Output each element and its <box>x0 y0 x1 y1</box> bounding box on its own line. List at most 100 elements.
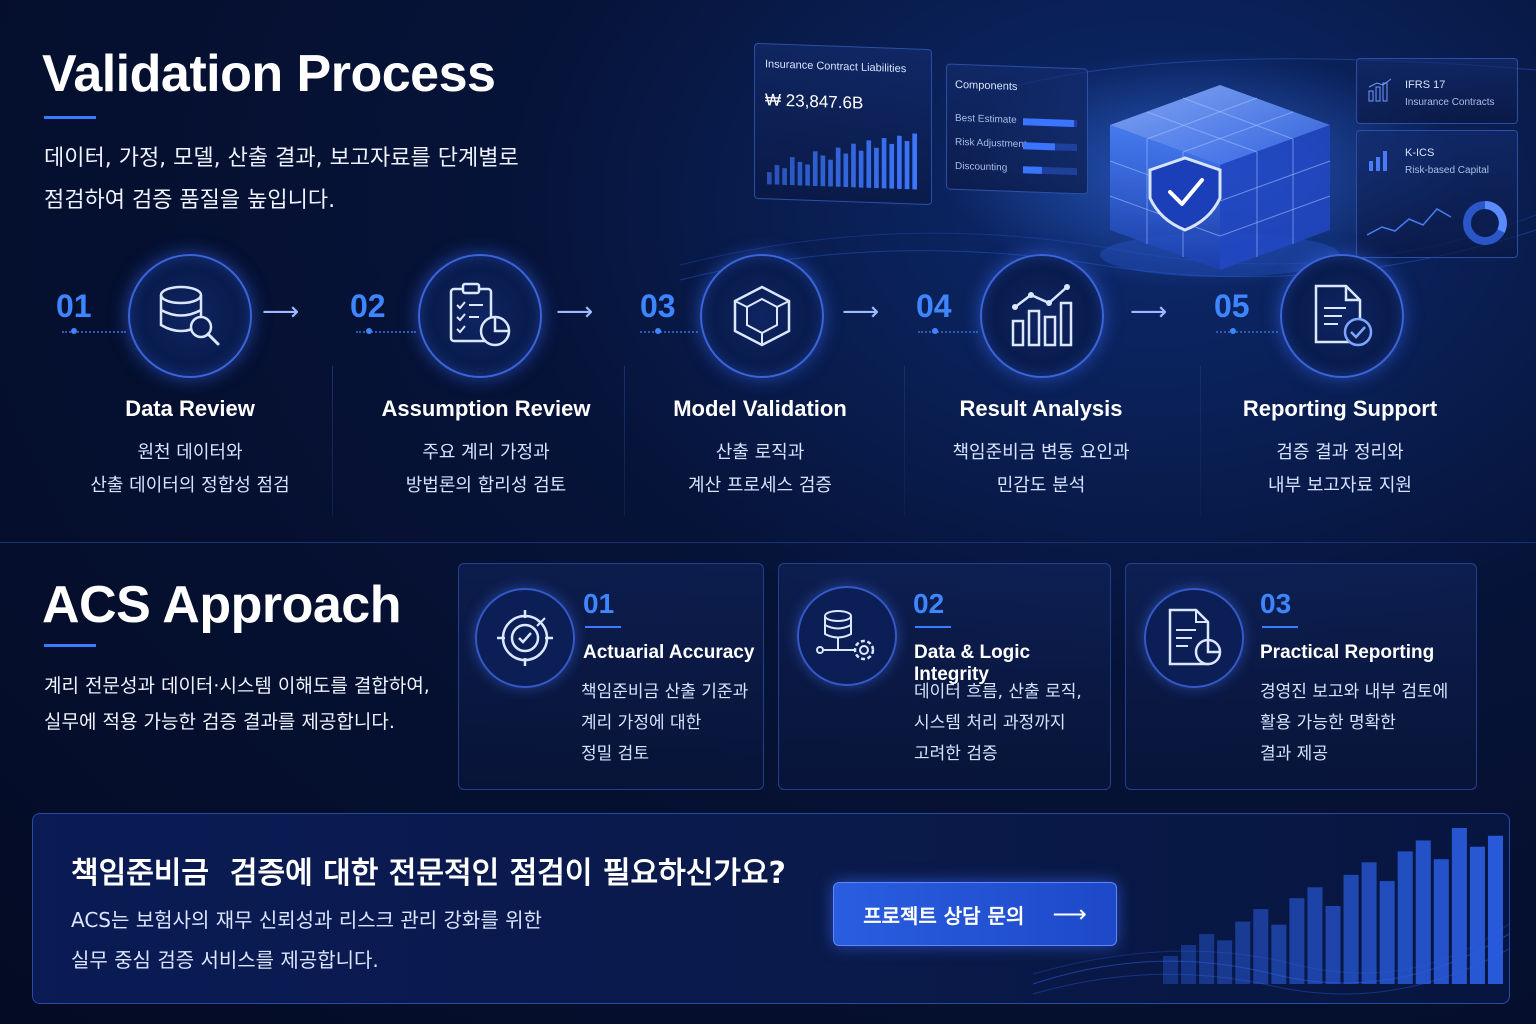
step-dot <box>932 328 938 334</box>
card-description-line: 결과 제공 <box>1260 744 1328 764</box>
decorative-bar <box>767 172 772 185</box>
card-description-line: 시스템 처리 과정까지 <box>914 713 1066 733</box>
cta-banner: 책임준비금 검증에 대한 전문적인 점검이 필요하신가요? ACS는 보험사의 … <box>32 813 1510 1004</box>
cube-icon <box>733 285 791 347</box>
bar-chart-icon <box>1369 151 1387 171</box>
cta-title: 책임준비금 검증에 대한 전문적인 점검이 필요하신가요? <box>71 856 786 891</box>
components-panel: Components Best Estimate Risk Adjustment… <box>946 63 1088 195</box>
step-number: 04 <box>916 288 952 324</box>
cta-description: ACS는 보험사의 재무 신뢰성과 리스크 관리 강화를 위한 실무 중심 검증… <box>71 900 542 980</box>
decorative-bar <box>912 133 917 190</box>
process-title: Validation Process <box>42 45 496 103</box>
decorative-bar <box>858 150 864 188</box>
decorative-bar <box>1181 945 1197 984</box>
step-number: 05 <box>1214 288 1250 324</box>
approach-card: 03 Practical Reporting 경영진 보고와 내부 검토에 활용… <box>1125 563 1477 790</box>
card-number: 01 <box>583 588 615 619</box>
step-description-line: 원천 데이터와 <box>137 442 243 463</box>
process-lead-line2: 점검하여 검증 품질을 높입니다. <box>44 188 336 213</box>
liabilities-value: ₩ 23,847.6B <box>765 90 864 113</box>
column-separator <box>904 366 905 516</box>
card-title: Data & Logic Integrity <box>914 642 1031 685</box>
step-arrow: ⟶ <box>842 296 880 326</box>
decorative-bar <box>1199 934 1215 984</box>
step-description: 주요 계리 가정과 방법론의 합리성 검토 <box>341 436 631 502</box>
step-number: 02 <box>350 288 386 324</box>
approach-title: ACS Approach <box>42 576 402 634</box>
consultation-button[interactable]: 프로젝트 상담 문의 ⟶ <box>833 882 1117 946</box>
decorative-bar <box>1325 906 1341 984</box>
card-description: 책임준비금 산출 기준과 계리 가정에 대한 정밀 검토 <box>581 677 748 770</box>
decorative-bar <box>1253 909 1269 984</box>
decorative-bar <box>1163 955 1179 984</box>
kics-title: K-ICS <box>1405 147 1435 159</box>
step-description-line: 산출 로직과 <box>715 442 805 463</box>
decorative-bar <box>797 161 803 186</box>
column-separator <box>1200 366 1201 516</box>
column-separator <box>624 366 625 516</box>
card-icon-circle <box>797 586 897 686</box>
step-dot <box>655 328 661 334</box>
decorative-bar <box>866 140 872 188</box>
kics-subtitle: Risk-based Capital <box>1405 165 1489 176</box>
shield-cube-graphic <box>1090 70 1350 290</box>
step-dot <box>366 328 372 334</box>
component-discounting: Discounting <box>955 160 1008 174</box>
arrow-right-icon: ⟶ <box>1052 900 1087 928</box>
step-dot <box>71 328 77 334</box>
document-check-icon <box>1314 284 1373 347</box>
process-lead: 데이터, 가정, 모델, 산출 결과, 보고자료를 단계별로 점검하여 검증 품… <box>44 138 519 222</box>
consultation-button-label: 프로젝트 상담 문의 <box>863 903 1025 928</box>
decorative-bar <box>782 168 787 186</box>
card-description: 경영진 보고와 내부 검토에 활용 가능한 명확한 결과 제공 <box>1260 677 1448 770</box>
card-number: 03 <box>1260 588 1292 619</box>
liabilities-panel: Insurance Contract Liabilities ₩ 23,847.… <box>754 42 932 206</box>
bar-chart-icon <box>1368 78 1392 102</box>
decorative-bar <box>1433 859 1449 984</box>
step-rail-3 <box>640 331 698 333</box>
step-description-line: 검증 결과 정리와 <box>1276 442 1404 463</box>
decorative-bar <box>774 165 780 185</box>
component-bar-2 <box>1023 142 1077 152</box>
approach-lead: 계리 전문성과 데이터·시스템 이해도를 결합하여, 실무에 적용 가능한 검증… <box>44 668 430 740</box>
kics-panel: K-ICS Risk-based Capital <box>1356 130 1518 258</box>
step-rail-4 <box>918 331 978 333</box>
step-description-line: 민감도 분석 <box>996 475 1086 496</box>
bar-chart-trend-icon <box>1011 284 1073 347</box>
component-bar-1 <box>1023 118 1077 128</box>
step-icon-circle <box>418 254 542 378</box>
card-number-underline <box>915 626 951 628</box>
decorative-bar <box>1415 840 1431 984</box>
decorative-bar <box>812 151 818 187</box>
card-description-line: 경영진 보고와 내부 검토에 <box>1260 682 1449 702</box>
step-arrow: ⟶ <box>262 296 300 326</box>
ifrs17-panel: IFRS 17 Insurance Contracts <box>1356 58 1518 124</box>
step-arrow: ⟶ <box>1130 296 1168 326</box>
card-description-line: 활용 가능한 명확한 <box>1260 713 1396 733</box>
decorative-bar <box>843 153 849 188</box>
cta-bar-graphic <box>1163 828 1503 984</box>
card-icon-circle <box>475 588 575 688</box>
decorative-bar <box>820 155 826 187</box>
card-number-underline <box>1262 626 1298 628</box>
decorative-bar <box>904 140 910 190</box>
card-number: 02 <box>913 588 945 619</box>
decorative-bar <box>1271 924 1287 984</box>
step-title: Data Review <box>125 396 255 421</box>
ifrs17-title: IFRS 17 <box>1405 79 1446 91</box>
card-icon-circle <box>1144 588 1244 688</box>
card-description-line: 계리 가정에 대한 <box>581 713 702 733</box>
cta-description-line: 실무 중심 검증 서비스를 제공합니다. <box>71 948 379 972</box>
database-gear-icon <box>816 610 875 661</box>
card-number-underline <box>585 626 621 628</box>
step-description-line: 계산 프로세스 검증 <box>688 475 832 496</box>
component-best-estimate: Best Estimate <box>955 112 1017 126</box>
step-title: Assumption Review <box>381 396 591 421</box>
report-chart-icon <box>1168 608 1222 666</box>
step-rail-2 <box>356 331 416 333</box>
approach-card: 02 Data & Logic Integrity 데이터 흐름, 산출 로직,… <box>778 563 1111 790</box>
checklist-chart-icon <box>449 282 511 347</box>
decorative-bar <box>851 143 856 188</box>
step-description: 책임준비금 변동 요인과 민감도 분석 <box>896 436 1186 502</box>
component-risk-adjustment: Risk Adjustment <box>955 136 1027 151</box>
